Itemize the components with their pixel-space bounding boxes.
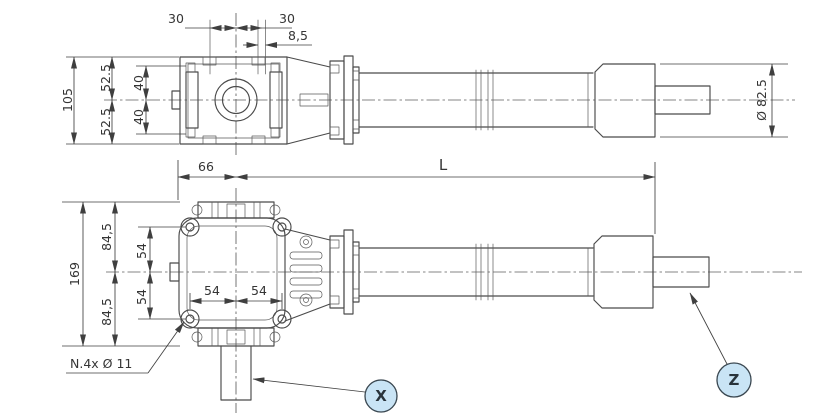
dim-169: 169 [67, 262, 82, 286]
front-view-gearbox [169, 201, 292, 347]
dim-8-5: 8,5 [288, 28, 308, 43]
dim-84-5-lower: 84,5 [99, 298, 114, 326]
dim-54-vert-lower: 54 [134, 289, 149, 305]
dim-52-5-lower: 52.5 [98, 108, 113, 136]
balloon-z-circle [716, 362, 752, 398]
dim-30-right: 30 [279, 11, 295, 26]
dim-diameter-82-5: Ø 82.5 [754, 79, 769, 121]
length-dimensions [177, 160, 656, 234]
balloon-x-circle [364, 379, 398, 413]
front-view-cone-and-tube [220, 228, 710, 401]
dim-66: 66 [198, 159, 214, 174]
dim-40-upper: 40 [131, 75, 146, 91]
dim-30-left: 30 [168, 11, 184, 26]
dim-105: 105 [60, 88, 75, 112]
dim-L: L [439, 156, 448, 174]
balloon-z-label: Z [729, 371, 740, 389]
dim-84-5-upper: 84,5 [99, 223, 114, 251]
balloon-x-label: X [375, 387, 387, 405]
balloon-x-callout: X [252, 377, 398, 413]
dim-54-vert-upper: 54 [134, 243, 149, 259]
dim-54-horiz-left: 54 [204, 283, 220, 298]
top-view-dimensions [66, 25, 788, 145]
top-view-gearbox [171, 19, 288, 145]
dim-54-horiz-right: 54 [251, 283, 267, 298]
dim-40-lower: 40 [131, 109, 146, 125]
top-view-cone-and-tube [286, 55, 711, 145]
holes-note: N.4x Ø 11 [70, 356, 132, 371]
dim-52-5-upper: 52.5 [98, 64, 113, 92]
front-view-dimensions [62, 201, 283, 374]
balloon-z-callout: Z [689, 292, 752, 398]
